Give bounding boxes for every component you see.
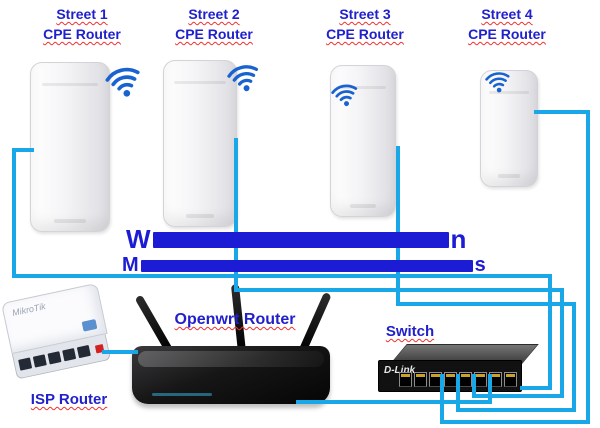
cable-openwrt-port-stub <box>488 374 492 404</box>
cpe2-street-name: Street 2 <box>188 6 240 22</box>
cable-openwrt-to-switch <box>296 400 492 404</box>
openwrt-router-device <box>132 346 330 404</box>
ethernet-port <box>47 351 62 365</box>
heading2-suffix: s <box>474 254 486 276</box>
cable-isp-to-openwrt <box>102 350 138 354</box>
cpe4-type: CPE Router <box>468 26 546 42</box>
switch-device: D-Link <box>378 360 522 392</box>
cpe1-street-name: Street 1 <box>56 6 108 22</box>
heading1-bar <box>152 231 449 248</box>
wifi-signal-icon <box>227 65 259 92</box>
cable-cpe3-across <box>396 302 576 306</box>
cpe3-street-name: Street 3 <box>339 6 391 22</box>
ethernet-port <box>18 357 33 371</box>
cpe4-device <box>480 70 538 187</box>
cable-cpe2-bottom <box>472 394 564 398</box>
cpe1-device <box>30 62 110 232</box>
cpe3-type: CPE Router <box>326 26 404 42</box>
cpe1-type: CPE Router <box>43 26 121 42</box>
cable-cpe4-bottom <box>440 420 590 424</box>
cpe2-type: CPE Router <box>175 26 253 42</box>
heading-line-1: W n <box>126 224 466 255</box>
cable-cpe1-to-switch <box>520 386 552 390</box>
ethernet-port <box>414 372 427 387</box>
cable-cpe4-right-down <box>586 110 590 424</box>
heading1-suffix: n <box>450 224 467 254</box>
ethernet-port <box>76 344 91 359</box>
switch-port-row <box>397 372 517 387</box>
cable-cpe3-bottom <box>456 408 576 412</box>
cpe2-device <box>163 60 237 227</box>
cable-cpe3-right-down <box>572 302 576 412</box>
ethernet-port <box>459 372 472 387</box>
cable-cpe1-across <box>12 274 552 278</box>
cable-cpe1-right-down <box>548 274 552 390</box>
cable-cpe4-stub <box>534 110 590 114</box>
wifi-signal-icon <box>485 72 510 93</box>
cpe4-street-name: Street 4 <box>481 6 533 22</box>
isp-router-label: ISP Router <box>30 391 108 408</box>
heading-line-2: M s <box>122 254 486 277</box>
cpe4-label: Street 4 CPE Router <box>452 4 562 44</box>
switch-label: Switch <box>385 323 435 340</box>
heading2-prefix: M <box>122 254 139 276</box>
cpe3-label: Street 3 CPE Router <box>310 4 420 44</box>
isp-router-brand: MikroTik <box>11 301 47 319</box>
wifi-signal-icon <box>105 67 140 97</box>
isp-router-device: MikroTik <box>0 282 115 380</box>
cable-cpe1-stub <box>12 148 34 152</box>
cpe3-device <box>330 65 396 217</box>
openwrt-router-label: Openwrt Router <box>174 311 296 328</box>
cable-cpe4-port-stub <box>440 374 444 424</box>
ethernet-port <box>504 372 517 387</box>
ethernet-port <box>399 372 412 387</box>
cable-cpe2-right-down <box>560 288 564 398</box>
isp-router-logo-chip <box>81 318 98 332</box>
heading2-bar <box>140 259 473 272</box>
cable-cpe1-down <box>12 148 16 278</box>
ethernet-port <box>32 354 47 368</box>
cable-cpe2-port-stub <box>472 374 476 398</box>
switch-brand: D-Link <box>384 365 416 376</box>
cpe2-label: Street 2 CPE Router <box>159 4 269 44</box>
wifi-signal-icon <box>331 84 358 107</box>
cable-cpe2-down <box>234 138 238 292</box>
heading1-prefix: W <box>126 224 151 254</box>
ethernet-port <box>62 348 77 362</box>
cable-cpe3-port-stub <box>456 374 460 412</box>
cpe1-label: Street 1 CPE Router <box>27 4 137 44</box>
cable-cpe3-down <box>396 146 400 306</box>
